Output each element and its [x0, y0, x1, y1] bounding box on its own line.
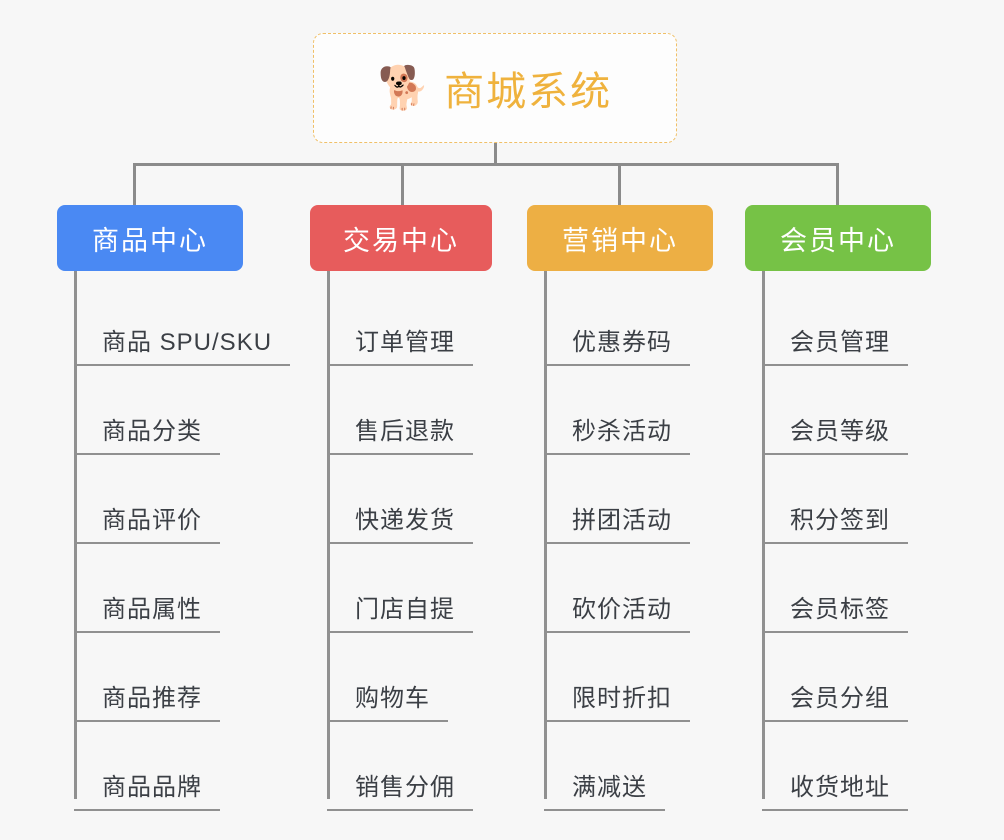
list-item[interactable]: 会员等级	[745, 366, 960, 455]
leaf-label: 收货地址	[762, 767, 908, 811]
connector-drop-2	[401, 163, 404, 205]
leaf-list-member-center: 会员管理 会员等级 积分签到 会员标签 会员分组 收货地址	[745, 271, 960, 811]
branch-title: 会员中心	[780, 225, 896, 256]
list-item[interactable]: 会员分组	[745, 633, 960, 722]
leaf-label: 会员等级	[762, 411, 908, 455]
list-item[interactable]: 砍价活动	[527, 544, 742, 633]
branch-header-product-center[interactable]: 商品中心	[57, 205, 243, 271]
leaf-label: 门店自提	[327, 589, 473, 633]
list-item[interactable]: 商品分类	[57, 366, 287, 455]
list-item[interactable]: 拼团活动	[527, 455, 742, 544]
list-item[interactable]: 秒杀活动	[527, 366, 742, 455]
branch-title: 交易中心	[343, 225, 459, 256]
branch-title: 营销中心	[562, 225, 678, 256]
root-title: 商城系统	[444, 70, 613, 114]
connector-root-stem	[494, 143, 497, 165]
leaf-label: 商品 SPU/SKU	[74, 322, 291, 366]
branch-spine	[762, 271, 765, 799]
leaf-label: 商品品牌	[74, 767, 220, 811]
leaf-label: 商品评价	[74, 500, 220, 544]
connector-horizontal-bus	[133, 163, 836, 166]
list-item[interactable]: 商品评价	[57, 455, 287, 544]
list-item[interactable]: 售后退款	[310, 366, 530, 455]
list-item[interactable]: 门店自提	[310, 544, 530, 633]
leaf-label: 限时折扣	[544, 678, 690, 722]
branch-trade-center: 交易中心 订单管理 售后退款 快递发货 门店自提 购物车 销售分佣	[310, 205, 530, 811]
branch-marketing-center: 营销中心 优惠券码 秒杀活动 拼团活动 砍价活动 限时折扣 满减送	[527, 205, 742, 811]
leaf-label: 拼团活动	[544, 500, 690, 544]
leaf-label: 满减送	[544, 767, 665, 811]
branch-spine	[327, 271, 330, 799]
leaf-label: 购物车	[327, 678, 448, 722]
list-item[interactable]: 商品属性	[57, 544, 287, 633]
list-item[interactable]: 商品推荐	[57, 633, 287, 722]
leaf-label: 秒杀活动	[544, 411, 690, 455]
connector-drop-1	[133, 163, 136, 205]
list-item[interactable]: 积分签到	[745, 455, 960, 544]
leaf-label: 订单管理	[327, 322, 473, 366]
leaf-label: 砍价活动	[544, 589, 690, 633]
list-item[interactable]: 快递发货	[310, 455, 530, 544]
branch-header-marketing-center[interactable]: 营销中心	[527, 205, 713, 271]
branch-product-center: 商品中心 商品 SPU/SKU 商品分类 商品评价 商品属性 商品推荐 商品品牌	[57, 205, 291, 811]
leaf-list-trade-center: 订单管理 售后退款 快递发货 门店自提 购物车 销售分佣	[310, 271, 530, 811]
branch-spine	[544, 271, 547, 799]
list-item[interactable]: 会员管理	[745, 277, 960, 366]
leaf-label: 积分签到	[762, 500, 908, 544]
leaf-label: 会员分组	[762, 678, 908, 722]
connector-drop-3	[618, 163, 621, 205]
branch-member-center: 会员中心 会员管理 会员等级 积分签到 会员标签 会员分组 收货地址	[745, 205, 960, 811]
branch-header-trade-center[interactable]: 交易中心	[310, 205, 492, 271]
leaf-label: 商品属性	[74, 589, 220, 633]
list-item[interactable]: 购物车	[310, 633, 530, 722]
leaf-label: 售后退款	[327, 411, 473, 455]
list-item[interactable]: 商品 SPU/SKU	[57, 277, 291, 366]
leaf-label: 销售分佣	[327, 767, 473, 811]
leaf-list-marketing-center: 优惠券码 秒杀活动 拼团活动 砍价活动 限时折扣 满减送	[527, 271, 742, 811]
leaf-label: 优惠券码	[544, 322, 690, 366]
connector-drop-4	[836, 163, 839, 205]
branch-title: 商品中心	[92, 225, 208, 256]
list-item[interactable]: 商品品牌	[57, 722, 287, 811]
list-item[interactable]: 收货地址	[745, 722, 960, 811]
dog-face-emoji: 🐕	[377, 64, 431, 111]
leaf-label: 会员标签	[762, 589, 908, 633]
leaf-label: 商品推荐	[74, 678, 220, 722]
list-item[interactable]: 优惠券码	[527, 277, 742, 366]
list-item[interactable]: 订单管理	[310, 277, 530, 366]
leaf-label: 快递发货	[327, 500, 473, 544]
list-item[interactable]: 满减送	[527, 722, 742, 811]
branch-spine	[74, 271, 77, 799]
leaf-label: 会员管理	[762, 322, 908, 366]
leaf-label: 商品分类	[74, 411, 220, 455]
branch-header-member-center[interactable]: 会员中心	[745, 205, 931, 271]
list-item[interactable]: 会员标签	[745, 544, 960, 633]
list-item[interactable]: 销售分佣	[310, 722, 530, 811]
list-item[interactable]: 限时折扣	[527, 633, 742, 722]
leaf-list-product-center: 商品 SPU/SKU 商品分类 商品评价 商品属性 商品推荐 商品品牌	[57, 271, 291, 811]
root-node[interactable]: 🐕 商城系统	[313, 33, 677, 143]
